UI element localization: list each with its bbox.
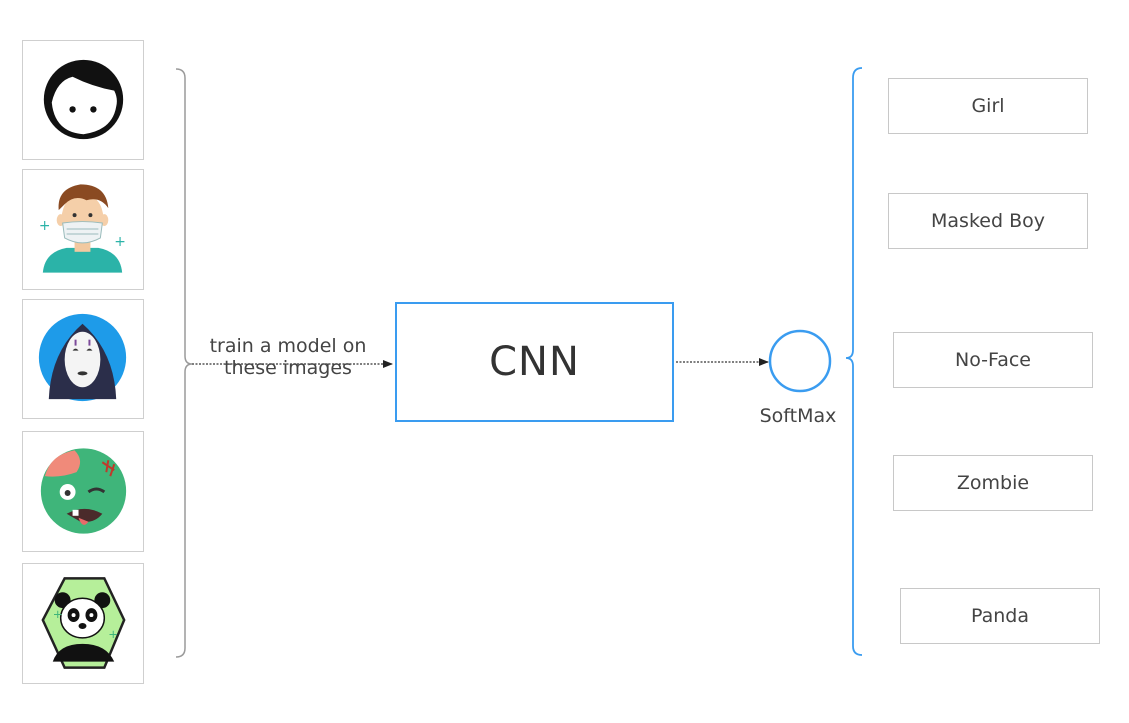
class-label: No-Face	[954, 349, 1031, 371]
softmax-label: SoftMax	[759, 405, 837, 427]
panda-icon: + +	[41, 577, 126, 669]
cnn-block: CNN	[395, 302, 674, 422]
zombie-icon	[40, 448, 127, 534]
class-label: Girl	[971, 95, 1005, 117]
no-face-icon	[38, 313, 127, 402]
class-label: Masked Boy	[931, 210, 1045, 232]
class-label: Zombie	[956, 472, 1030, 494]
input-image-masked-boy: + +	[22, 169, 144, 290]
svg-text:+: +	[108, 627, 118, 641]
class-box-panda: Panda	[900, 588, 1100, 644]
svg-text:+: +	[114, 234, 126, 250]
output-group-brace	[845, 67, 863, 656]
class-box-no-face: No-Face	[893, 332, 1093, 388]
svg-text:+: +	[53, 607, 63, 621]
cnn-label: CNN	[489, 339, 580, 385]
class-box-zombie: Zombie	[893, 455, 1093, 511]
class-label: Panda	[971, 605, 1029, 627]
input-image-zombie	[22, 431, 144, 552]
train-arrow-label: train a model on these images	[186, 335, 390, 379]
input-image-no-face	[22, 299, 144, 419]
train-label-line2: these images	[224, 357, 352, 379]
class-box-masked-boy: Masked Boy	[888, 193, 1088, 249]
girl-face-icon	[43, 59, 124, 140]
input-image-panda: + +	[22, 563, 144, 684]
softmax-node	[768, 329, 832, 393]
train-label-line1: train a model on	[209, 335, 367, 357]
input-image-girl	[22, 40, 144, 160]
masked-boy-icon: + +	[39, 184, 126, 273]
class-box-girl: Girl	[888, 78, 1088, 134]
svg-text:+: +	[39, 218, 51, 234]
